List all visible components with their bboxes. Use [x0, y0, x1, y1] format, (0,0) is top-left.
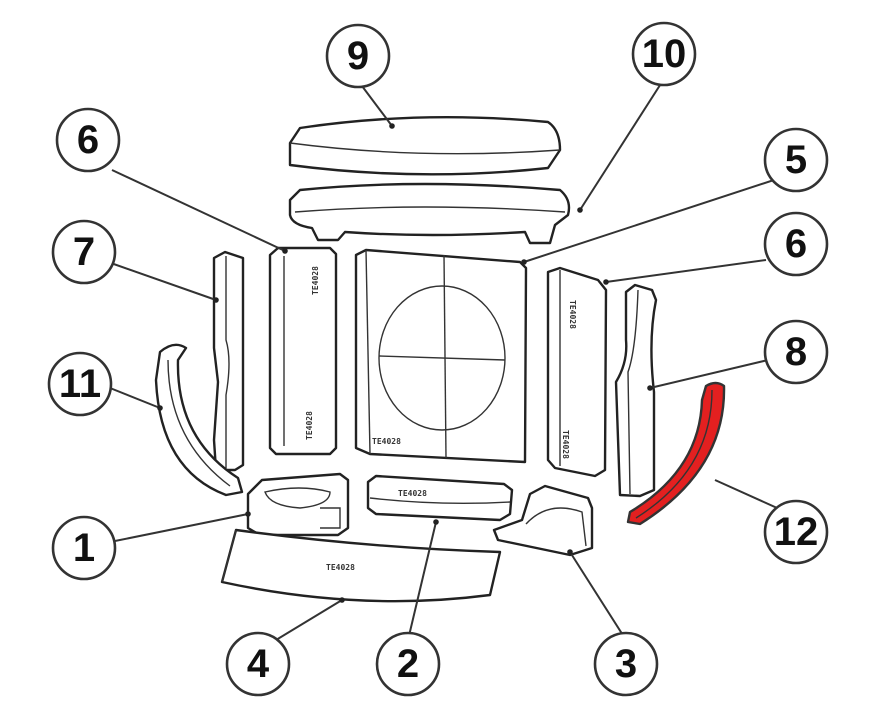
part-8-right-narrow-brick[interactable] — [614, 283, 658, 498]
callout-label: 3 — [615, 642, 637, 686]
part-10-baffle[interactable] — [288, 182, 571, 245]
callout-label: 8 — [785, 330, 807, 374]
callout-12: 12 — [763, 499, 829, 565]
svg-text:TE4028: TE4028 — [372, 437, 401, 446]
callout-4: 4 — [225, 631, 291, 697]
part-3-right-floor-brick[interactable] — [492, 484, 594, 557]
callout-10: 10 — [631, 21, 697, 87]
callout-1: 1 — [51, 515, 117, 581]
part-12-right-curved-strip[interactable] — [626, 381, 726, 526]
svg-text:TE4028: TE4028 — [398, 489, 427, 498]
callout-7: 7 — [51, 219, 117, 285]
part-5-back-panel[interactable]: TE4028 — [354, 248, 528, 464]
svg-text:TE4028: TE4028 — [561, 430, 570, 459]
callout-label: 1 — [73, 526, 95, 570]
callout-8: 8 — [763, 319, 829, 385]
svg-text:TE4028: TE4028 — [311, 266, 320, 295]
part-6-right-side-brick[interactable]: TE4028 TE4028 — [546, 266, 608, 478]
callout-5: 5 — [763, 127, 829, 193]
part-9-top-plate[interactable] — [288, 116, 562, 176]
part-4-front-curved-brick[interactable]: TE4028 — [220, 528, 502, 603]
part-6-left-side-brick[interactable]: TE4028 TE4028 — [268, 246, 338, 456]
callout-label: 4 — [247, 642, 270, 686]
callout-label: 7 — [73, 230, 95, 274]
callout-6-left: 6 — [55, 107, 121, 173]
callout-label: 12 — [774, 510, 819, 554]
part-7-left-narrow-brick[interactable] — [212, 250, 245, 472]
part-2-center-floor-brick[interactable]: TE4028 — [366, 474, 514, 522]
svg-text:TE4028: TE4028 — [326, 563, 355, 572]
svg-text:TE4028: TE4028 — [568, 300, 577, 329]
callout-label: 6 — [785, 222, 807, 266]
callout-3: 3 — [593, 631, 659, 697]
callout-9: 9 — [325, 23, 391, 89]
callout-2: 2 — [375, 631, 441, 697]
callout-6-right: 6 — [763, 211, 829, 277]
callout-label: 2 — [397, 642, 419, 686]
callout-label: 6 — [77, 118, 99, 162]
callout-label: 5 — [785, 138, 807, 182]
callout-label: 9 — [347, 34, 369, 78]
leader-lines — [107, 81, 787, 641]
callout-label: 10 — [642, 32, 687, 76]
svg-text:TE4028: TE4028 — [305, 411, 314, 440]
part-11-left-curved-strip[interactable] — [154, 343, 244, 497]
callout-label: 11 — [59, 362, 101, 406]
part-1-left-floor-brick[interactable] — [246, 472, 350, 537]
callout-11: 11 — [47, 351, 113, 417]
